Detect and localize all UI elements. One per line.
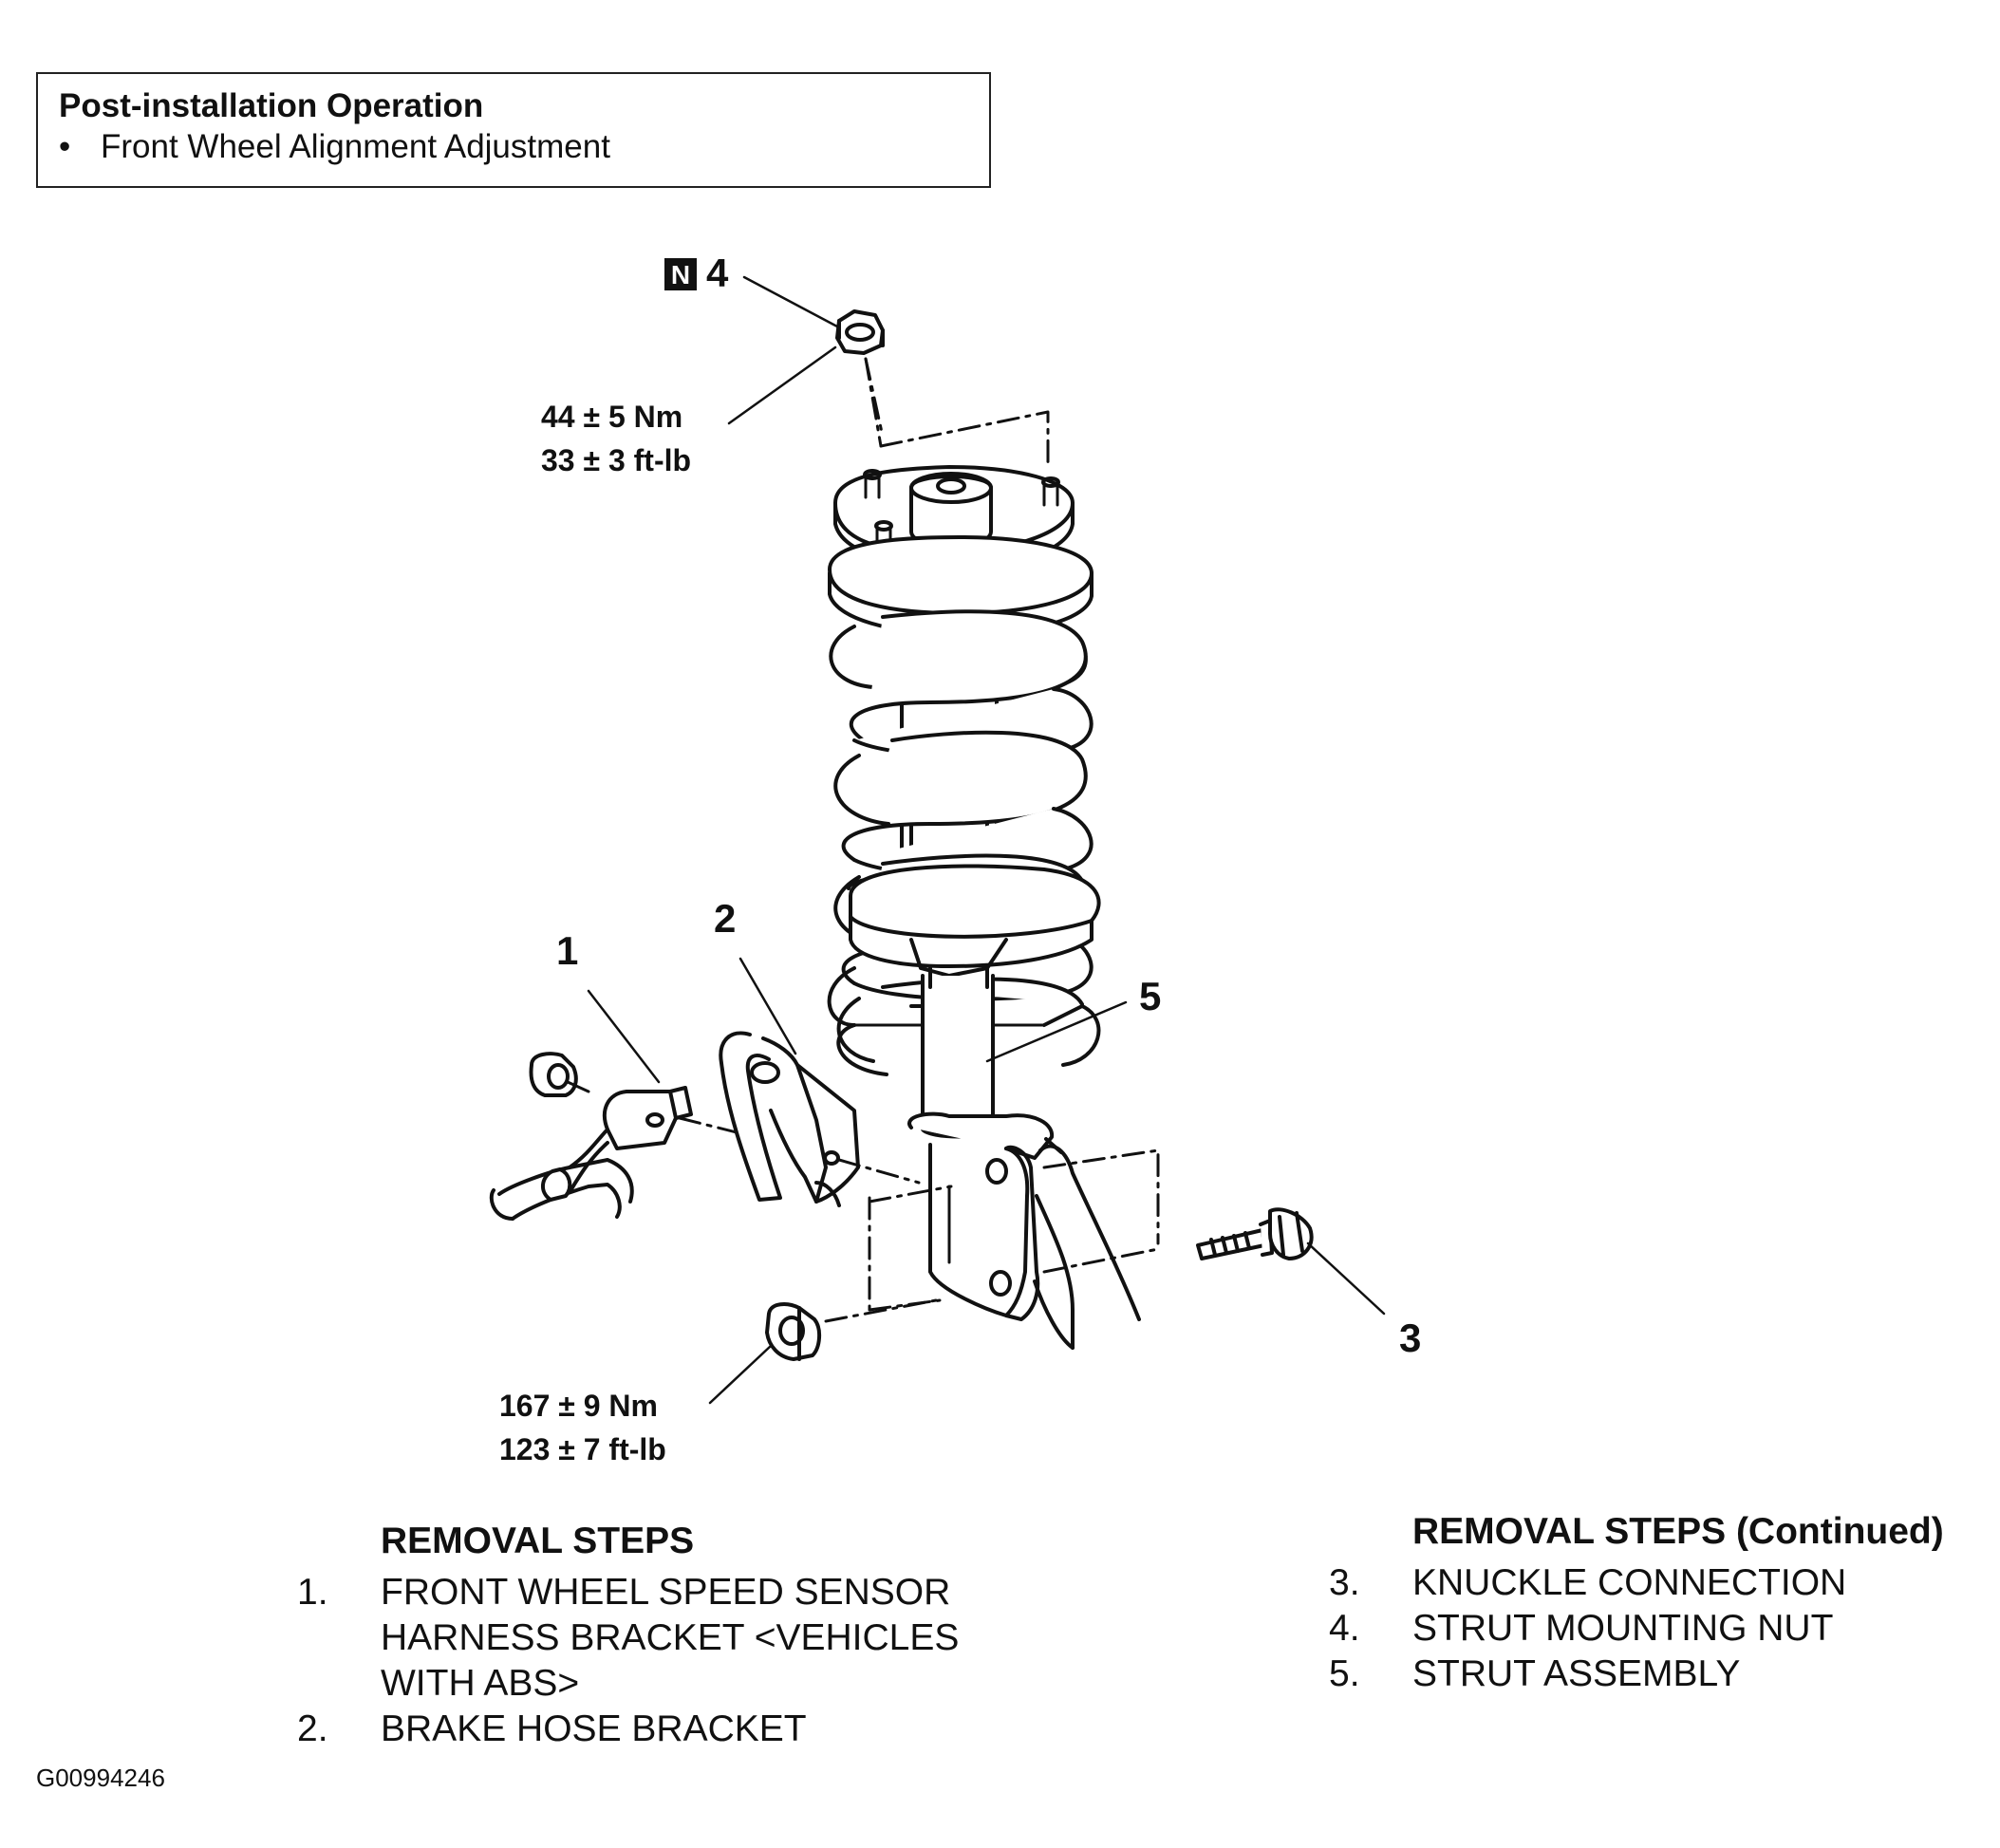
removal-step: 5. STRUT ASSEMBLY	[1329, 1652, 1944, 1697]
step-text-line: BRAKE HOSE BRACKET	[381, 1708, 807, 1749]
steering-knuckle	[1033, 1137, 1141, 1350]
strut-tube	[921, 966, 995, 1139]
bullet-icon: •	[59, 128, 71, 165]
n-symbol-label: N	[671, 260, 690, 289]
removal-step: 2. BRAKE HOSE BRACKET	[297, 1707, 959, 1752]
step-number: 4.	[1329, 1608, 1360, 1649]
harness-bracket-grommet	[529, 1052, 578, 1097]
step-number: 3.	[1329, 1562, 1360, 1603]
brake-hose-bracket	[719, 1031, 860, 1207]
torque-bottom-ftlb: 123 ± 7 ft-lb	[499, 1432, 666, 1466]
leader-lines	[587, 275, 1386, 1405]
strut-knuckle-bracket	[907, 1111, 1055, 1321]
step-text-line: KNUCKLE CONNECTION	[1412, 1562, 1847, 1603]
step-number: 1.	[297, 1572, 328, 1613]
removal-steps-continued-title: REMOVAL STEPS (Continued)	[1412, 1511, 1944, 1552]
step-number: 2.	[297, 1708, 328, 1749]
removal-step: 4. STRUT MOUNTING NUT	[1329, 1606, 1944, 1652]
post-installation-box: Post-installation Operation • Front Wheel…	[36, 72, 991, 188]
step-text-line: WITH ABS>	[381, 1663, 580, 1704]
callout-2: 2	[714, 896, 736, 941]
post-installation-title: Post-installation Operation	[59, 87, 484, 124]
torque-bottom-nm: 167 ± 9 Nm	[499, 1389, 658, 1423]
removal-steps: REMOVAL STEPS 1. FRONT WHEEL SPEED SENSO…	[297, 1519, 959, 1752]
post-installation-item: • Front Wheel Alignment Adjustment	[59, 128, 610, 166]
strut-mounting-nut	[835, 309, 885, 355]
callout-4: 4	[706, 251, 729, 295]
step-text-line: FRONT WHEEL SPEED SENSOR	[381, 1572, 951, 1613]
removal-steps-title: REMOVAL STEPS	[381, 1521, 695, 1561]
step-text-line: HARNESS BRACKET <VEHICLES	[381, 1617, 960, 1658]
upper-strut-mount	[833, 465, 1075, 569]
callout-3: 3	[1399, 1316, 1421, 1360]
torque-top-nm: 44 ± 5 Nm	[541, 400, 682, 434]
removal-step: 3. KNUCKLE CONNECTION	[1329, 1560, 1944, 1606]
post-installation-item-text: Front Wheel Alignment Adjustment	[101, 128, 610, 165]
callout-1: 1	[556, 928, 578, 973]
removal-steps-continued: REMOVAL STEPS (Continued) 3. KNUCKLE CON…	[1329, 1509, 1944, 1697]
torque-top-ftlb: 33 ± 3 ft-lb	[541, 443, 691, 477]
removal-step: 1. FRONT WHEEL SPEED SENSOR HARNESS BRAC…	[297, 1570, 959, 1707]
n-symbol-icon	[664, 258, 697, 290]
knuckle-bolt	[1196, 1207, 1314, 1260]
step-text-line: STRUT MOUNTING NUT	[1412, 1608, 1834, 1649]
figure-id: G00994246	[36, 1764, 165, 1792]
step-number: 5.	[1329, 1653, 1360, 1694]
step-text-line: STRUT ASSEMBLY	[1412, 1653, 1741, 1694]
speed-sensor-harness-bracket	[489, 1086, 693, 1221]
knuckle-nut	[765, 1302, 821, 1361]
callout-5: 5	[1139, 974, 1161, 1018]
